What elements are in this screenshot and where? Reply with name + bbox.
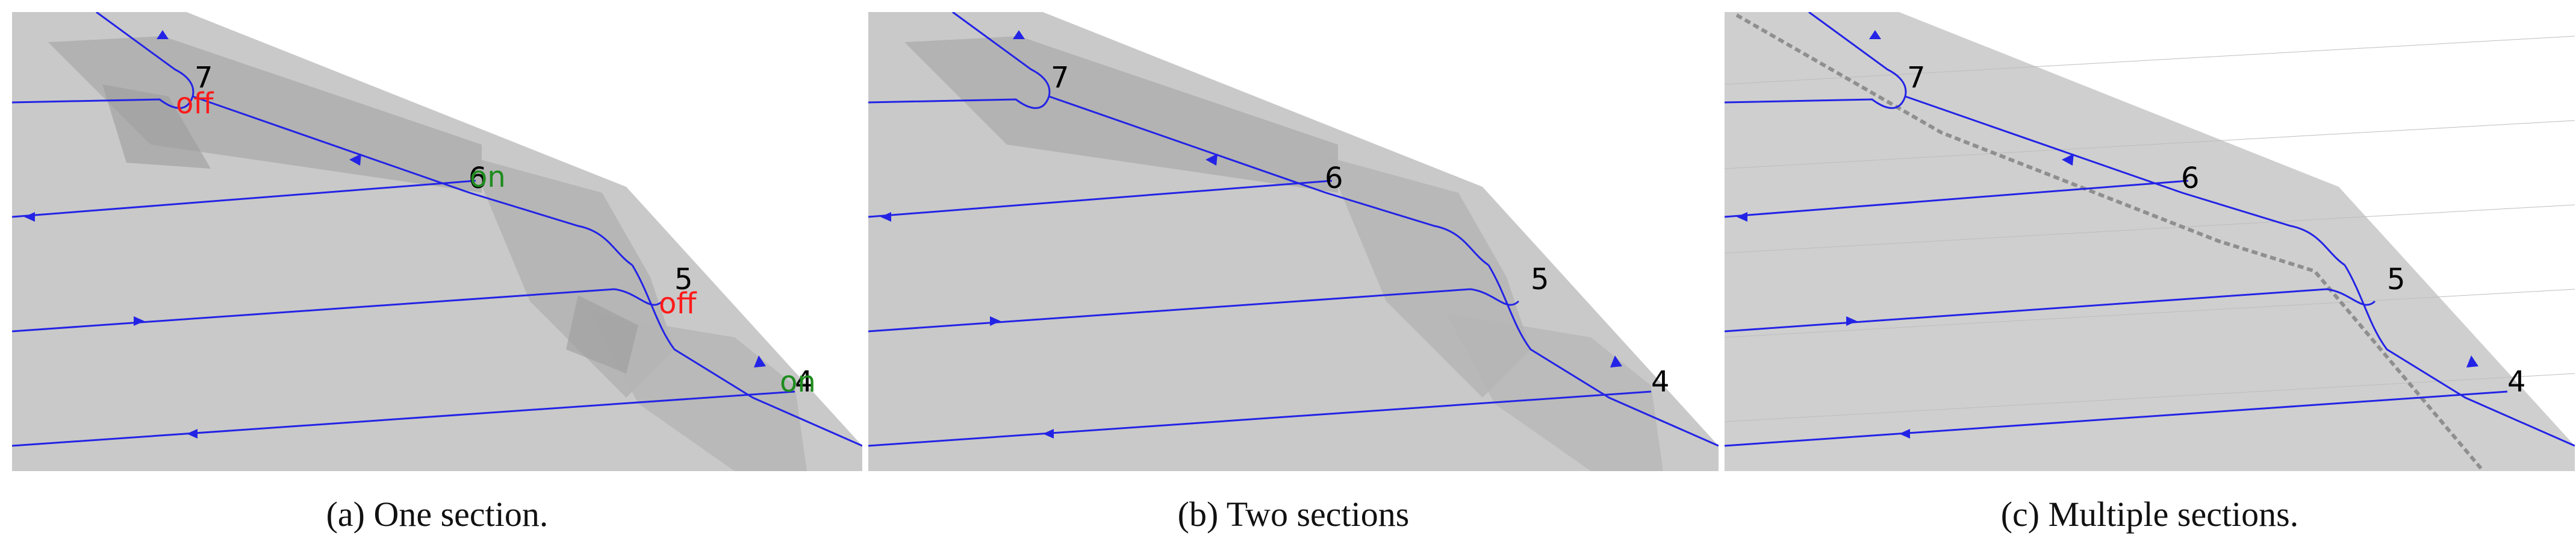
path-lines <box>868 12 1719 447</box>
path-row-6 <box>1725 180 2189 218</box>
path-row-5 <box>868 288 1520 333</box>
switch-off-label: off <box>176 87 214 120</box>
arrow-icon <box>1899 429 1910 439</box>
direction-arrows <box>1737 30 2478 439</box>
waypoint-label-5: 5 <box>1531 263 1549 296</box>
panel-c-render: 7 6 5 4 <box>1725 12 2575 471</box>
caption-b: (b) Two sections <box>1177 495 1410 534</box>
shaded-strip <box>48 36 482 193</box>
path-diagonal <box>1905 95 2345 266</box>
shaded-strip <box>566 295 638 374</box>
shaded-strip <box>590 313 807 471</box>
path-edge <box>1487 264 1719 447</box>
direction-arrows <box>24 30 766 439</box>
arrow-icon <box>2466 355 2478 367</box>
section-boundary <box>1735 13 2485 471</box>
path-edge <box>2344 264 2575 447</box>
path-lines <box>12 12 862 447</box>
path-row-4 <box>12 390 795 447</box>
grid-line <box>1725 373 2575 422</box>
arrow-icon <box>1206 154 1218 166</box>
waypoint-label-5: 5 <box>674 263 693 296</box>
waypoint-label-6: 6 <box>2181 161 2200 195</box>
outside-region <box>1043 12 1719 446</box>
panel-b-render: 7 6 5 4 <box>868 12 1719 471</box>
arrow-icon <box>157 30 169 39</box>
arrow-icon <box>880 212 891 222</box>
panel-c: 7 6 5 4 <box>1725 12 2575 471</box>
panel-a: 7 6 5 4 off on off on <box>12 12 862 471</box>
waypoint-label-4: 4 <box>795 365 814 399</box>
path-row-4 <box>868 390 1652 447</box>
arrow-icon <box>754 355 766 367</box>
waypoint-label-4: 4 <box>2507 365 2526 399</box>
panel-a-render: 7 6 5 4 off on off on <box>12 12 862 471</box>
waypoint-label-4: 4 <box>1651 365 1670 399</box>
switch-off-label: off <box>659 287 697 320</box>
switch-on-label: on <box>780 365 816 399</box>
path-diagonal <box>1048 95 1489 266</box>
path-row-6 <box>12 180 476 218</box>
outside-region <box>1899 12 2575 446</box>
grid-line <box>1725 120 2575 169</box>
waypoint-label-7: 7 <box>1907 61 1926 95</box>
shaded-strip <box>1446 313 1663 471</box>
arrow-icon <box>1846 316 1857 326</box>
section-grid <box>1725 36 2575 422</box>
grid-line <box>1725 204 2575 254</box>
arrow-icon <box>990 316 1001 326</box>
arrow-icon <box>134 316 145 326</box>
path-row-4 <box>1725 390 2508 447</box>
path-edge <box>631 264 862 447</box>
arrow-icon <box>1737 212 1747 222</box>
waypoint-label-6: 6 <box>1325 161 1343 195</box>
arrow-icon <box>349 154 361 166</box>
caption-c: (c) Multiple sections. <box>2000 495 2299 534</box>
outside-region <box>187 12 862 446</box>
shaded-strip <box>102 84 211 169</box>
panel-b: 7 6 5 4 <box>868 12 1719 471</box>
path-row-5 <box>12 288 664 333</box>
path-row-6 <box>868 180 1333 218</box>
waypoint-label-7: 7 <box>194 61 213 95</box>
shaded-strip <box>904 36 1338 193</box>
arrow-icon <box>187 429 198 439</box>
waypoint-label-7: 7 <box>1051 61 1069 95</box>
arrow-icon <box>2062 154 2074 166</box>
switch-on-label: on <box>470 160 506 194</box>
grid-line <box>1725 289 2575 338</box>
arrow-icon <box>1869 30 1881 39</box>
path-diagonal <box>192 95 633 266</box>
caption-a: (a) One section. <box>326 495 549 534</box>
waypoint-label-6: 6 <box>468 161 487 195</box>
direction-arrows <box>880 30 1622 439</box>
field-surface <box>1725 12 2575 471</box>
arrow-icon <box>1013 30 1025 39</box>
arrow-icon <box>1043 429 1054 439</box>
path-row-5 <box>1725 288 2376 333</box>
path-lines <box>1725 12 2575 447</box>
arrow-icon <box>1610 355 1622 367</box>
arrow-icon <box>24 212 35 222</box>
waypoint-label-5: 5 <box>2387 263 2406 296</box>
grid-line <box>1725 36 2575 85</box>
